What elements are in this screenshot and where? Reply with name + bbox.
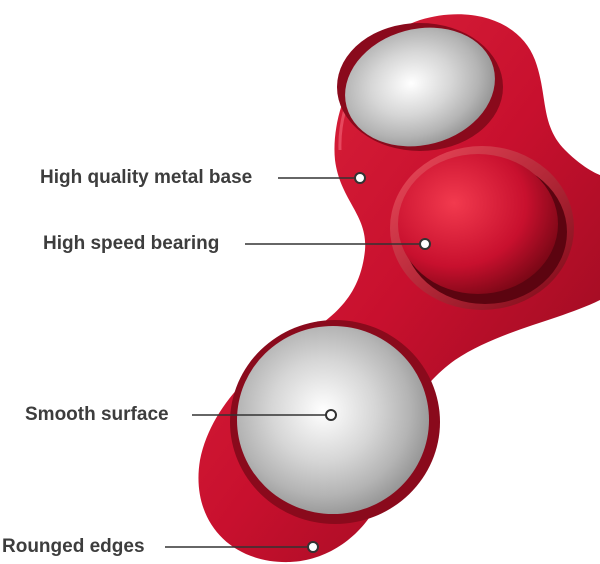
callout-label-surface: Smooth surface [25,404,169,425]
leader-dot-edges [307,541,319,553]
leader-dot-surface [325,409,337,421]
callout-label-metal-base: High quality metal base [40,167,253,188]
bearing-cap [398,154,558,294]
leader-dot-bearing [419,238,431,250]
leader-dot-metal-base [354,172,366,184]
leader-dots [307,172,431,553]
leader-lines [165,177,420,548]
callout-label-bearing: High speed bearing [43,233,220,254]
callout-label-edges: Rounged edges [2,536,145,557]
top-metal-disc [345,27,495,147]
